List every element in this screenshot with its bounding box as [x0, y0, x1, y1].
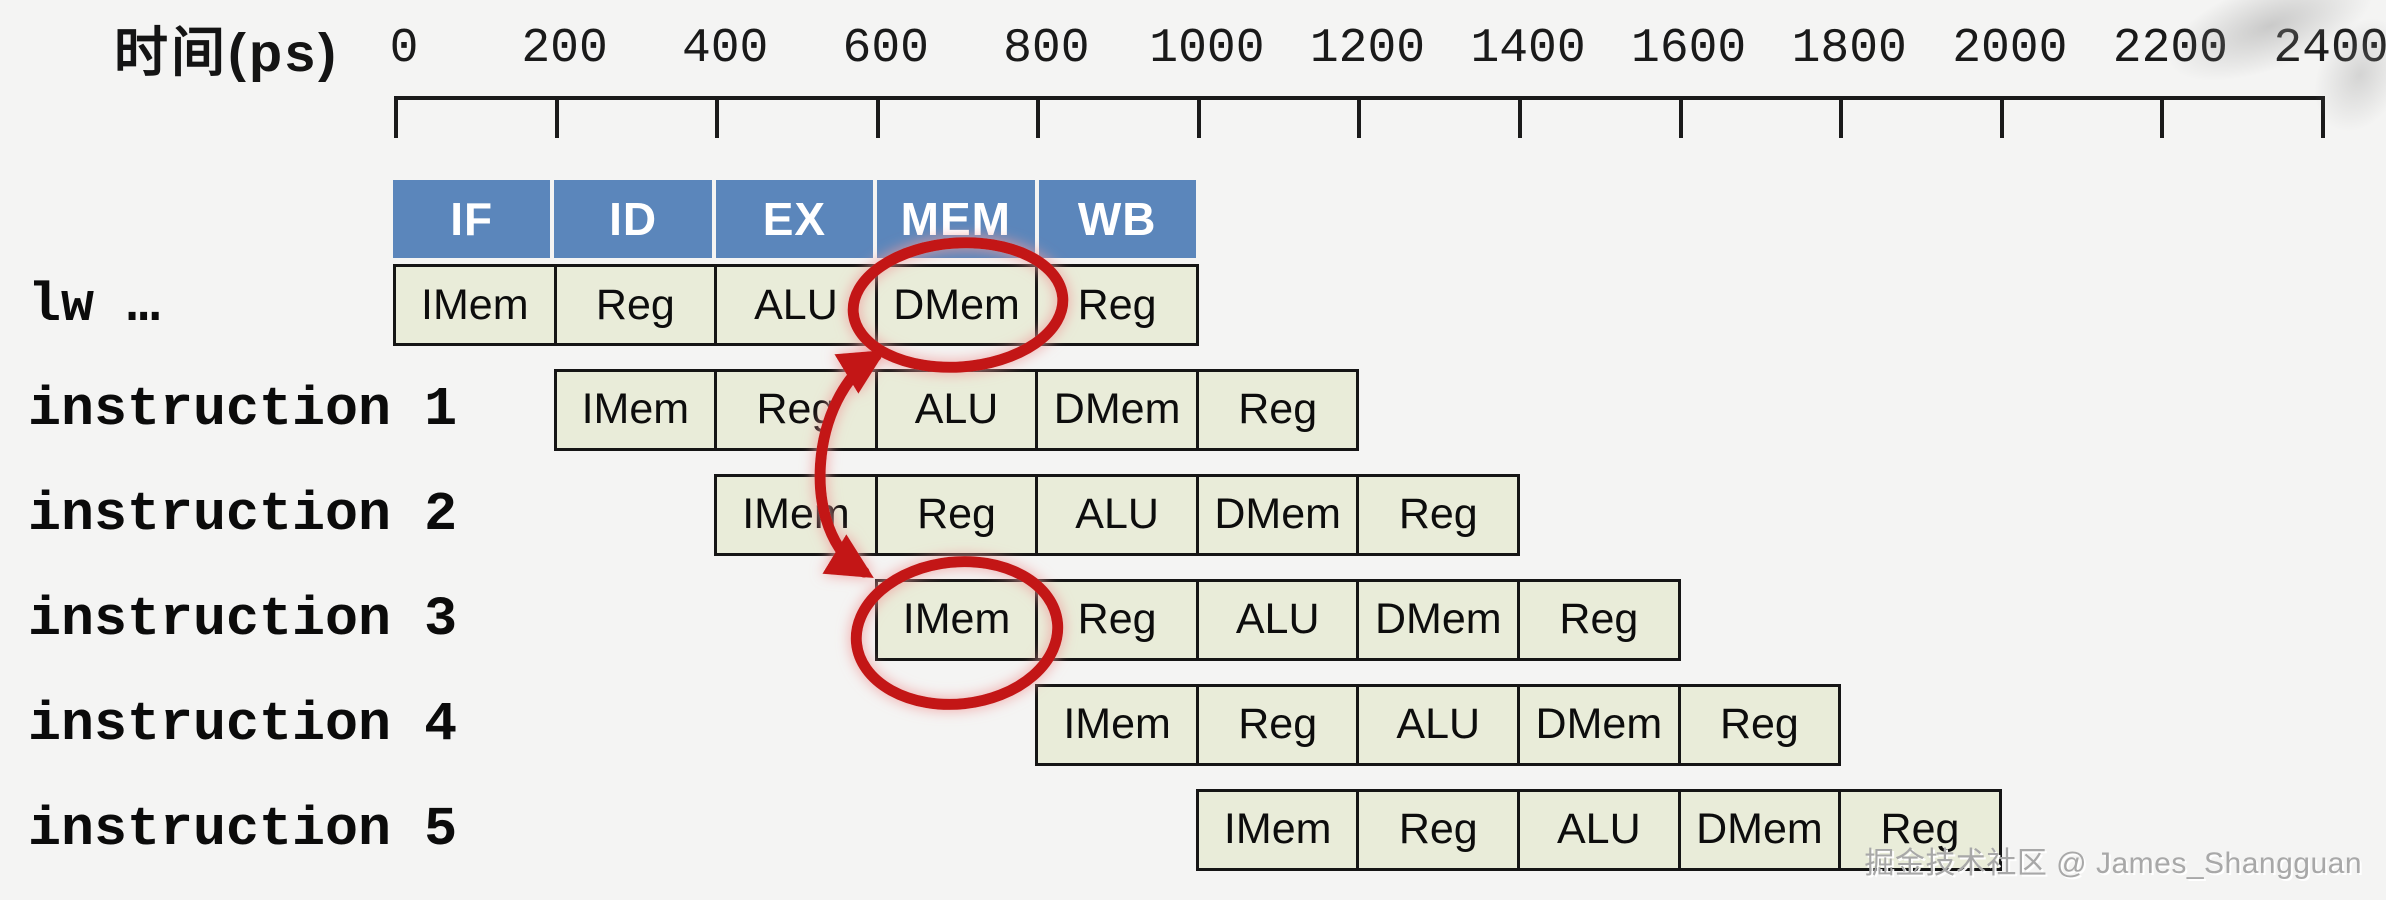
axis-tick [1357, 96, 1362, 138]
pipeline-cell-reg: Reg [1035, 578, 1199, 661]
axis-tick-label: 0 [389, 22, 419, 76]
pipeline-cell-dmem: DMem [874, 264, 1039, 346]
axis-tick [1999, 96, 2004, 138]
pipeline-cell-imem: IMem [1195, 788, 1360, 871]
pipeline-cell-alu: ALU [1035, 473, 1199, 556]
axis-tick [2160, 96, 2165, 138]
axis-tick-label: 1800 [1791, 22, 1907, 76]
pipeline-cell-imem: IMem [553, 368, 718, 451]
pipeline-cell-reg: Reg [1356, 788, 1521, 871]
pipeline-cell-dmem: DMem [1035, 368, 1199, 451]
row-label: instruction 2 [28, 483, 458, 547]
time-axis-title: 时间(ps) [114, 22, 339, 83]
axis-tick [394, 96, 398, 138]
pipeline-cell-dmem: DMem [1356, 578, 1521, 661]
axis-tick-label: 1400 [1470, 22, 1586, 76]
pipeline-cell-reg: Reg [714, 368, 878, 451]
pipeline-cell-alu: ALU [874, 368, 1039, 451]
pipeline-cell-imem: IMem [1035, 683, 1199, 766]
axis-tick [1678, 96, 1683, 138]
pipeline-cell-reg: Reg [1838, 788, 2002, 871]
axis-tick-label: 600 [842, 22, 929, 76]
axis-tick-label: 1200 [1309, 22, 1426, 76]
pipeline-cell-reg: Reg [1517, 578, 1681, 661]
pipeline-cell-reg: Reg [1356, 473, 1521, 556]
watermark: 掘金技术社区 @ James_Shangguan [1864, 847, 2362, 880]
pipeline-cell-reg: Reg [1195, 368, 1360, 451]
pipeline-cell-reg: Reg [1195, 683, 1360, 766]
pipeline-cell-dmem: DMem [1195, 473, 1360, 556]
pipeline-cell-reg: Reg [553, 264, 718, 346]
row-label: instruction 1 [28, 378, 458, 442]
stage-header-id: ID [554, 180, 712, 258]
axis-tick-label: 400 [681, 22, 769, 76]
axis-tick [2320, 96, 2325, 138]
axis-tick [554, 96, 559, 138]
pipeline-cell-dmem: DMem [1517, 683, 1681, 766]
pipeline-cell-imem: IMem [393, 264, 557, 346]
pipeline-cell-reg: Reg [874, 473, 1039, 556]
axis-tick [1518, 96, 1523, 138]
stage-header-wb: WB [1038, 180, 1196, 258]
row-label: instruction 4 [28, 693, 458, 757]
pipeline-cell-alu: ALU [1195, 578, 1360, 661]
axis-tick [1839, 96, 1844, 138]
pipeline-cell-alu: ALU [1356, 683, 1521, 766]
pipeline-cell-alu: ALU [714, 264, 878, 346]
pipeline-cell-imem: IMem [874, 578, 1039, 661]
stage-header-ex: EX [715, 180, 874, 258]
axis-tick-label: 800 [1003, 22, 1090, 76]
row-label: instruction 5 [28, 798, 458, 861]
axis-tick-label: 2400 [2273, 22, 2386, 76]
pipeline-cell-dmem: DMem [1677, 788, 1842, 871]
pipeline-cell-reg: Reg [1677, 683, 1842, 766]
axis-tick-label: 1600 [1631, 22, 1747, 76]
axis-tick [875, 96, 880, 138]
stage-header-if: IF [393, 180, 551, 258]
axis-tick [1036, 96, 1041, 138]
row-label: instruction 3 [28, 588, 458, 652]
pipeline-cell-imem: IMem [714, 473, 878, 556]
pipeline-cell-alu: ALU [1517, 788, 1681, 871]
axis-tick-label: 2200 [2112, 22, 2228, 76]
pipeline-cell-reg: Reg [1035, 264, 1199, 346]
axis-tick-label: 2000 [1952, 22, 2068, 76]
axis-tick-label: 200 [521, 22, 608, 76]
row-label: lw … [28, 273, 161, 337]
axis-tick [1196, 96, 1201, 138]
stage-header-mem: MEM [877, 180, 1035, 258]
axis-tick [715, 96, 720, 138]
axis-tick-label: 1000 [1149, 22, 1265, 76]
